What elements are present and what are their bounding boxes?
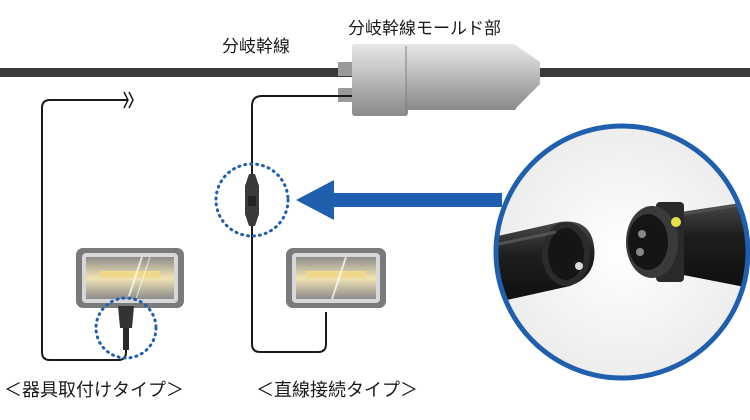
- lamp-fixture-right: [286, 248, 386, 308]
- highlight-ring-connector: [214, 162, 290, 238]
- cable-break-mark: [123, 91, 134, 109]
- highlight-ring-fixture: [94, 296, 158, 360]
- fixture-plug: [118, 306, 134, 350]
- lamp-fixture-left: [76, 248, 184, 308]
- trunk-line-label: 分岐幹線: [222, 37, 290, 57]
- fixture-cable: [41, 99, 128, 361]
- direct-type-caption: ＜直線接続タイプ＞: [256, 380, 418, 401]
- mold-section-label: 分岐幹線モールド部: [348, 19, 501, 39]
- inline-connector: [245, 174, 259, 226]
- connector-photo: [493, 123, 750, 381]
- pointer-arrow: [296, 180, 502, 220]
- direct-cable: [251, 95, 352, 353]
- mold-body: [338, 44, 540, 116]
- fixture-type-caption: ＜器具取付けタイプ＞: [4, 380, 184, 401]
